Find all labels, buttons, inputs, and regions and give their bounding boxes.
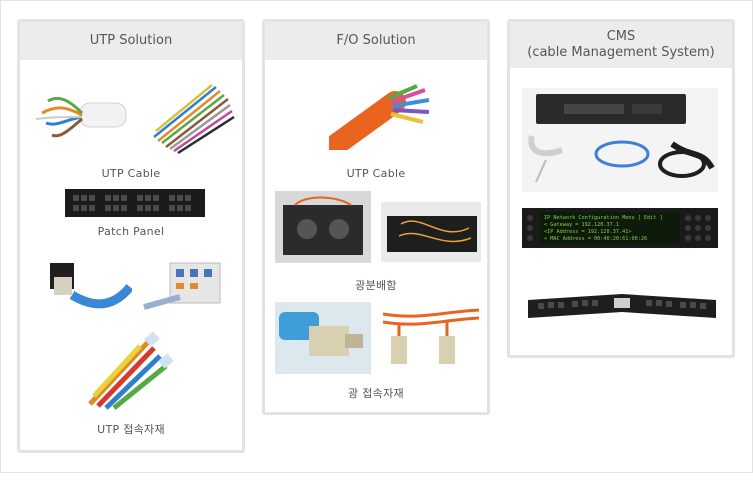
lcd-line-3: <IP Address = 192.120.37.41> [544, 229, 631, 235]
fiber-patch-cord-image[interactable] [381, 302, 481, 374]
jack-module-image[interactable] [140, 257, 235, 321]
fiber-distribution-box-image[interactable] [381, 202, 481, 262]
cms-header: CMS (cable Management System) [510, 22, 732, 68]
fo-cable-caption: UTP Cable [346, 167, 406, 180]
fiber-connector-image[interactable] [275, 302, 371, 374]
fiber-distribution-caption: 광분배함 [355, 279, 397, 292]
keystone-jack-image[interactable] [42, 257, 132, 321]
fo-solution-header: F/O Solution [265, 22, 487, 60]
angled-patch-panel-image[interactable] [528, 290, 716, 330]
utp-solution-header: UTP Solution [20, 22, 242, 60]
fiber-connection-materials-caption: 광 접속자재 [348, 387, 404, 400]
cms-subtitle: (cable Management System) [527, 45, 715, 60]
utp-cable-bundle-image[interactable] [32, 77, 132, 157]
lcd-line-2: < Gateway = 192.120.37.1 [544, 222, 619, 228]
cms-panel: CMS (cable Management System) IP N [507, 19, 735, 358]
utp-solution-panel: UTP Solution UTP Cable [17, 19, 245, 453]
lcd-line-1: IP Network Configuration Menu [ Edit ] [544, 215, 663, 221]
cms-lcd-panel: IP Network Configuration Menu [ Edit ] <… [522, 208, 718, 248]
cms-controller-kit-image[interactable] [522, 88, 718, 192]
fiber-cable-image[interactable] [329, 84, 439, 150]
fo-solution-panel: F/O Solution UTP Cable [262, 19, 490, 415]
utp-cable-caption: UTP Cable [101, 167, 161, 180]
utp-multi-pair-cable-image[interactable] [146, 77, 236, 157]
utp-solution-title: UTP Solution [89, 33, 173, 48]
patch-panel-caption: Patch Panel [97, 225, 165, 238]
cms-title: CMS [606, 29, 636, 44]
patch-cords-image[interactable] [80, 330, 180, 410]
fiber-splice-tray-image[interactable] [275, 191, 371, 263]
patch-panel-image[interactable] [65, 187, 205, 219]
lcd-line-4: < MAC Address = 00:40:20:61:00:26 [544, 236, 647, 242]
fo-solution-title: F/O Solution [336, 33, 416, 48]
utp-connection-materials-caption: UTP 접속자재 [97, 423, 165, 436]
